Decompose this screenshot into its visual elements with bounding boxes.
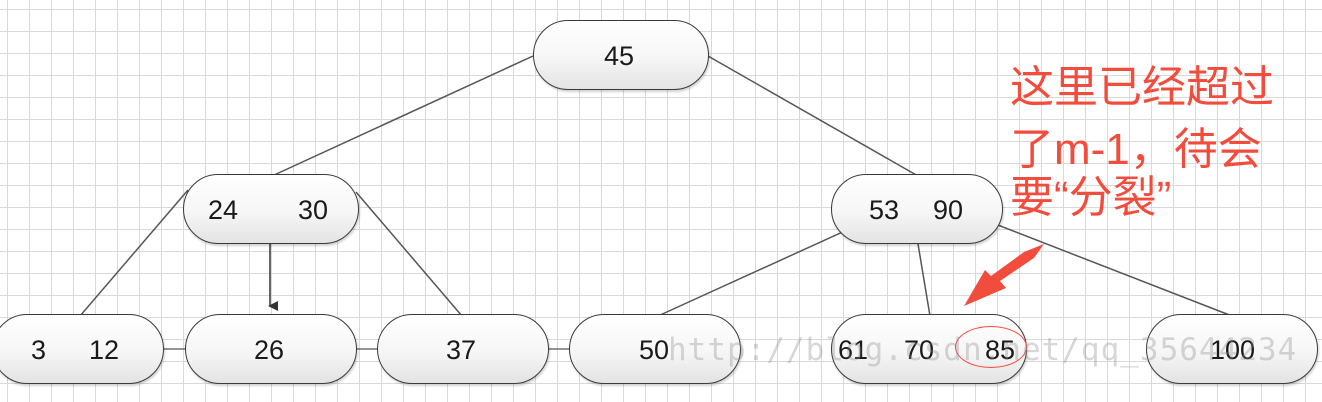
key-26: 26	[254, 335, 285, 365]
edge-left-leaf3	[355, 191, 463, 317]
edge-left-leaf1	[79, 189, 189, 317]
leaf-node-6: 100	[1146, 314, 1318, 384]
edge-root-left	[271, 55, 534, 177]
key-70: 70	[904, 335, 935, 365]
key-61: 61	[838, 335, 869, 365]
edge-right-leaf6	[989, 221, 1233, 317]
root-key-45: 45	[604, 41, 635, 71]
leaf-node-2: 26	[185, 314, 357, 384]
edge-right-leaf4	[657, 224, 859, 317]
key-37: 37	[446, 335, 477, 365]
edge-root-right	[707, 55, 919, 177]
annotation-arrow	[964, 244, 1044, 306]
key-24: 24	[208, 195, 239, 225]
internal-node-right: 53 90	[831, 174, 1003, 244]
watermark: http://blog.csdn.net/qq_35644234	[668, 332, 1298, 368]
key-30: 30	[298, 195, 329, 225]
highlight-circle	[955, 326, 1027, 368]
annotation-line-3: 要“分裂”	[1010, 173, 1172, 222]
key-50: 50	[639, 335, 670, 365]
leaf-node-3: 37	[377, 314, 549, 384]
annotation-line-1: 这里已经超过	[1010, 63, 1274, 112]
key-90: 90	[933, 195, 964, 225]
internal-node-left: 24 30	[183, 174, 359, 244]
leaf-node-4: 50	[569, 314, 741, 384]
root-node: 45	[533, 20, 709, 90]
key-53: 53	[869, 195, 900, 225]
key-12: 12	[89, 335, 120, 365]
annotation-line-2: 了m-1，待会	[1010, 125, 1262, 174]
edge-right-leaf5	[917, 243, 931, 317]
key-3: 3	[31, 335, 47, 365]
leaf-node-1: 3 12	[0, 314, 164, 384]
key-100: 100	[1210, 335, 1256, 365]
